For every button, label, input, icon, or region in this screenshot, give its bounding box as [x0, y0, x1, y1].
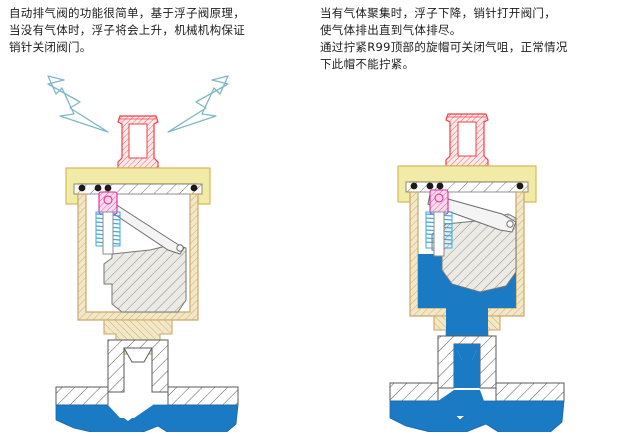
- air-discharge-arrow-left: [47, 75, 109, 133]
- flange-bolt-3: [104, 184, 112, 192]
- flange-bolt-1: [78, 184, 86, 192]
- inlet-pipe: [107, 339, 169, 393]
- lever-pivot: [176, 244, 184, 252]
- flange-bolt-2: [426, 182, 434, 190]
- valve-cap: [117, 115, 159, 169]
- valve-pin-assembly: [425, 189, 453, 257]
- flange-bolt-4: [190, 184, 198, 192]
- valve-diagram-closed: [47, 75, 239, 432]
- flange-bolt-4: [516, 182, 524, 190]
- valve-cap: [445, 113, 489, 167]
- water-body: [389, 390, 565, 432]
- valve-pin-assembly: [95, 191, 121, 255]
- flange-bolt-1: [410, 182, 418, 190]
- water-body: [55, 404, 239, 432]
- valve-pin: [433, 211, 445, 257]
- valve-flange: [397, 165, 537, 203]
- lever-pivot: [506, 220, 514, 228]
- valve-lever: [427, 193, 517, 233]
- caption-left-text: 自动排气阀的功能很简单，基于浮子阀原理， 当没有气体时，浮子将会上升，机械机构保…: [9, 6, 245, 54]
- inlet-pipe: [437, 335, 497, 389]
- valve-pin: [102, 211, 114, 255]
- pin-seat: [103, 195, 113, 205]
- valve-float: [103, 243, 187, 313]
- valve-flange: [65, 167, 211, 205]
- pin-seat: [434, 193, 444, 203]
- valve-float: [431, 213, 517, 293]
- valve-diagram-open: [389, 113, 565, 432]
- flange-bolt-3: [436, 182, 444, 190]
- flange-bolt-2: [94, 184, 102, 192]
- caption-right-text: 当有气体聚集时，浮子下降，销针打开阀门， 使气体排出直到气体排尽。 通过拧紧R9…: [320, 6, 568, 71]
- air-discharge-arrow-right: [167, 75, 229, 133]
- pipe-wall: [55, 386, 239, 406]
